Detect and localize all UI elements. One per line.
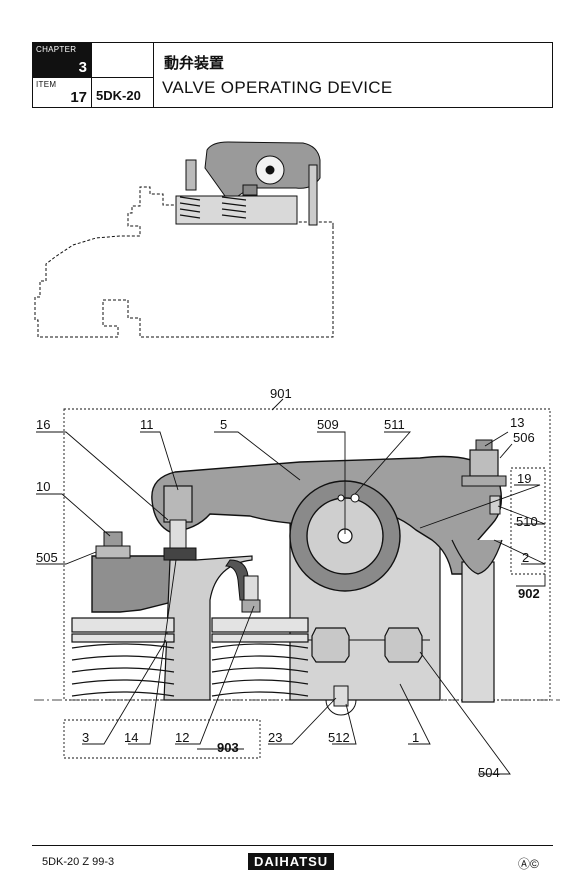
title-english: VALVE OPERATING DEVICE [162, 78, 393, 97]
chapter-header: CHAPTER 3 ITEM 17 5DK-20 動弁装置 VALVE OPER… [32, 42, 553, 108]
item-label: ITEM [36, 80, 57, 89]
valve-spring-right [211, 617, 309, 697]
callout-512: 512 [328, 730, 350, 745]
callout-504: 504 [478, 765, 500, 780]
overview-drawing [34, 141, 334, 338]
callout-11: 11 [140, 417, 154, 432]
chapter-box: CHAPTER 3 [33, 43, 91, 77]
callout-1: 1 [412, 730, 419, 745]
callout-903: 903 [217, 740, 239, 755]
model-name: 5DK-20 [96, 88, 141, 103]
footer-doc-code: 5DK-20 Z 99-3 [42, 856, 115, 868]
group-901-boundary [63, 408, 551, 701]
chapter-label: CHAPTER [36, 45, 77, 54]
callout-19: 19 [517, 471, 531, 486]
callout-23: 23 [268, 730, 282, 745]
callout-10: 10 [36, 479, 50, 494]
footer-marks: Ⓐ© [518, 857, 539, 871]
model-box: 5DK-20 [91, 77, 153, 107]
callout-12: 12 [175, 730, 189, 745]
push-rod [461, 561, 495, 703]
callout-13: 13 [510, 415, 524, 430]
brand-logo: DAIHATSU [248, 853, 335, 870]
group-902-boundary [510, 467, 546, 575]
callout-902: 902 [518, 586, 540, 601]
callout-901: 901 [270, 386, 292, 401]
leader-lines [36, 398, 546, 775]
title-box: 動弁装置 VALVE OPERATING DEVICE [153, 43, 552, 107]
footer-rule [32, 845, 553, 846]
callout-16: 16 [36, 417, 50, 432]
callout-2: 2 [522, 550, 529, 565]
callout-14: 14 [124, 730, 138, 745]
valve-bridge [91, 555, 181, 613]
item-number: 17 [70, 89, 87, 106]
main-drawing: 901 16 11 5 509 511 13 506 19 510 10 505… [34, 386, 560, 780]
header-blank-cell [91, 43, 153, 77]
callout-509: 509 [317, 417, 339, 432]
callout-510: 510 [516, 514, 538, 529]
callout-506: 506 [513, 430, 535, 445]
item-box: ITEM 17 [33, 77, 91, 107]
valve-spring-left [71, 617, 175, 697]
title-japanese: 動弁装置 [164, 55, 225, 72]
callout-505: 505 [36, 550, 58, 565]
chapter-number: 3 [78, 59, 87, 76]
callout-3: 3 [82, 730, 89, 745]
callout-511: 511 [384, 417, 405, 432]
callout-5: 5 [220, 417, 227, 432]
group-903-boundary [63, 719, 261, 759]
